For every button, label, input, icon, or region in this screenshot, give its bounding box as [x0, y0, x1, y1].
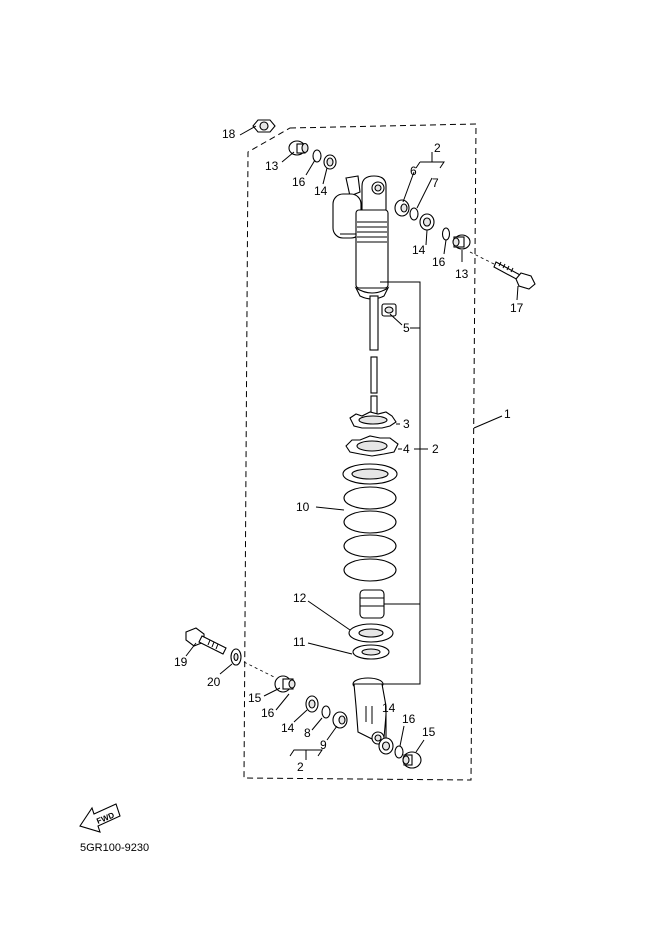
callout-19: 19	[174, 655, 188, 669]
callout-7: 7	[432, 176, 439, 190]
callout-15-right: 15	[422, 725, 436, 739]
part-16-oring-lower-right	[394, 745, 404, 759]
part-17-bolt	[493, 261, 536, 290]
part-19-bolt	[185, 627, 227, 655]
part-4-lock-nut	[345, 435, 399, 457]
part-13-collar-right	[452, 234, 471, 250]
callout-3: 3	[403, 417, 410, 431]
callout-16-top: 16	[292, 175, 306, 189]
callout-9: 9	[320, 738, 327, 752]
callout-1: 1	[504, 407, 511, 421]
callout-13-right: 13	[455, 267, 469, 281]
fwd-arrow-icon: FWD	[79, 803, 121, 833]
axis-line-bolt-17	[469, 251, 499, 267]
damper-rod	[369, 295, 379, 417]
callout-17: 17	[510, 301, 524, 315]
part-16-oring-top	[312, 149, 322, 163]
part-9-bushing	[332, 711, 348, 729]
callout-labels: 18 13 16 14 2 6 7 14 16 13 17 5 3 4 2 1 …	[174, 127, 524, 774]
part-14-oilseal-right	[419, 213, 435, 231]
callout-14-top: 14	[314, 184, 328, 198]
part-12-spring-seat	[348, 623, 394, 643]
axis-line-bolt-19	[243, 661, 277, 679]
callout-4: 4	[403, 442, 410, 456]
part-11-stopper	[352, 644, 390, 660]
part-6-bushing	[394, 199, 410, 217]
callout-6: 6	[410, 164, 417, 178]
part-10-spring	[342, 463, 398, 582]
callout-14-right: 14	[412, 243, 426, 257]
callout-2-bottom: 2	[297, 760, 304, 774]
part-18-nut	[252, 119, 276, 133]
callout-11: 11	[293, 635, 306, 649]
part-15-collar-right	[402, 751, 422, 769]
diagram-code: 5GR100-9230	[80, 842, 149, 854]
callout-15-left: 15	[248, 691, 262, 705]
callout-8: 8	[304, 726, 311, 740]
callout-16-right: 16	[432, 255, 446, 269]
callout-2-mid: 2	[432, 442, 439, 456]
leader-lines	[185, 125, 519, 760]
part-5-adjuster	[381, 303, 397, 317]
callout-14-lower-left: 14	[281, 721, 295, 735]
part-15-collar-left	[274, 675, 296, 693]
part-7-oring	[409, 207, 419, 221]
callout-20: 20	[207, 675, 221, 689]
callout-16-lower-right: 16	[402, 712, 416, 726]
callout-2-top: 2	[434, 141, 441, 155]
part-16-oring-right	[441, 227, 451, 241]
callout-5: 5	[403, 321, 410, 335]
spring-guide	[359, 589, 385, 619]
part-14-oilseal-top	[323, 154, 337, 170]
callout-16-lower-left: 16	[261, 706, 275, 720]
part-13-collar-top	[288, 140, 309, 156]
assembly-boundary	[243, 123, 477, 781]
callout-13-top: 13	[265, 159, 279, 173]
shock-reservoir	[332, 175, 362, 239]
callout-14-lower-right: 14	[382, 701, 396, 715]
part-14-oilseal-lower-left	[305, 695, 319, 713]
part-20-washer	[230, 648, 242, 666]
part-8-oring	[321, 705, 331, 719]
shock-cylinder	[354, 175, 390, 300]
callout-18: 18	[222, 127, 236, 141]
part-14-oilseal-lower-right	[378, 737, 394, 755]
callout-10: 10	[296, 500, 310, 514]
callout-12: 12	[293, 591, 307, 605]
part-3-ring-nut	[349, 411, 397, 429]
